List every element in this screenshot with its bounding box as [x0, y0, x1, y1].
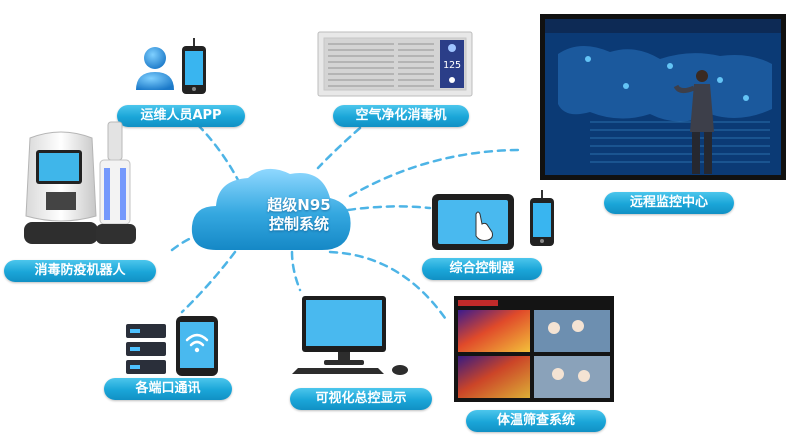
user-icon	[136, 47, 174, 90]
cloud-title: 超级N95 控制系统	[244, 196, 354, 234]
connector-visual	[290, 250, 302, 292]
server-rack-icon	[126, 324, 166, 374]
label-app: 运维人员APP	[117, 105, 245, 127]
monitor-wall-icon	[540, 14, 786, 180]
connector-monitor	[348, 148, 524, 198]
uv-lamp-icon	[96, 121, 136, 244]
connector-comm	[180, 250, 237, 314]
connector-controller	[346, 205, 432, 212]
cloud-title-line1: 超级N95	[267, 196, 331, 214]
cloud-icon	[191, 168, 351, 250]
connector-app	[196, 123, 240, 182]
desktop-computer-icon	[292, 296, 408, 375]
label-purifier: 空气净化消毒机	[333, 105, 469, 127]
label-monitor-center: 远程监控中心	[604, 192, 734, 214]
label-visual-display: 可视化总控显示	[290, 388, 432, 410]
smartphone-icon	[182, 38, 206, 94]
connector-purifier	[316, 126, 362, 170]
purifier-readout: 125	[443, 60, 461, 71]
label-controller: 综合控制器	[422, 258, 542, 280]
cloud-title-line2: 控制系统	[268, 215, 329, 233]
label-comm: 各端口通讯	[104, 378, 232, 400]
air-purifier-icon: 125	[317, 31, 473, 97]
label-temp-screening: 体温筛查系统	[466, 410, 606, 432]
wifi-tablet-icon	[176, 316, 218, 376]
tablet-touch-icon	[432, 194, 514, 250]
smartphone-icon	[530, 190, 554, 246]
connector-temp	[328, 250, 447, 320]
robot-icon	[24, 131, 98, 244]
label-robot: 消毒防疫机器人	[4, 260, 156, 282]
thermal-camera-screen-icon	[454, 296, 614, 402]
